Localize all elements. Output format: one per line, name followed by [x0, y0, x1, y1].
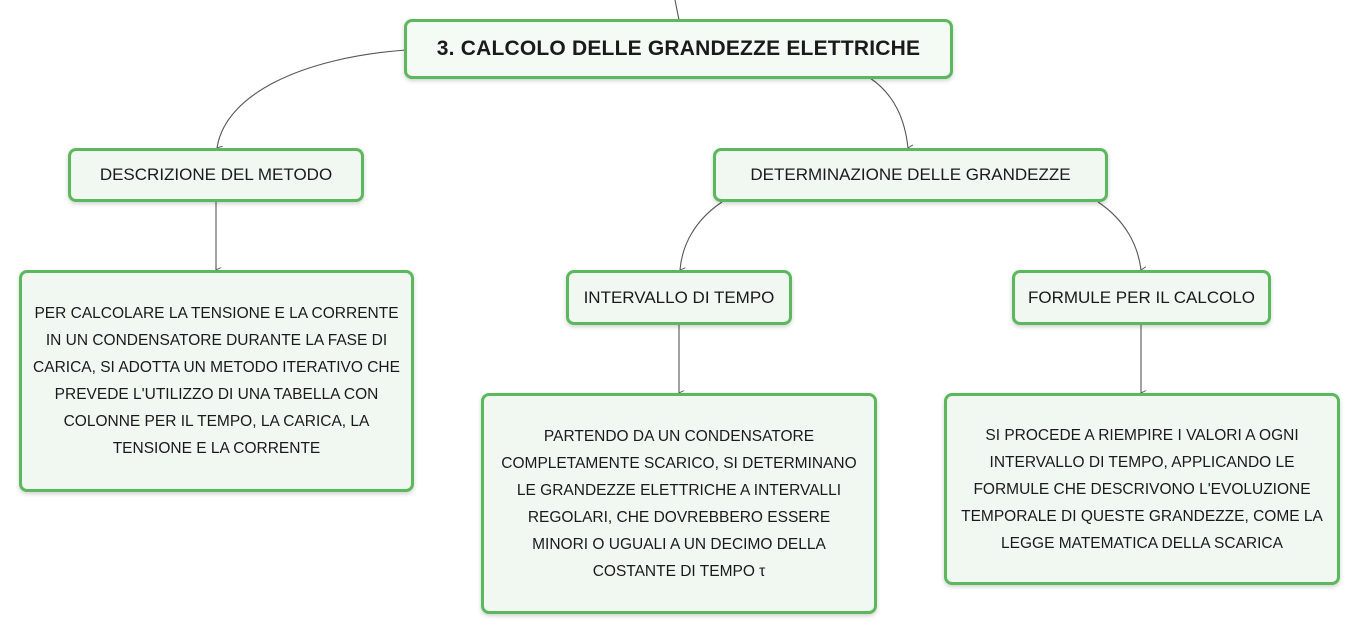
method-description-node[interactable]: PER CALCOLARE LA TENSIONE E LA CORRENTE …: [19, 270, 414, 492]
formulas-topic-label: FORMULE PER IL CALCOLO: [1027, 287, 1256, 307]
interval-description-text: PARTENDO DA UN CONDENSATORE COMPLETAMENT…: [501, 427, 857, 580]
quantities-topic-label: DETERMINAZIONE DELLE GRANDEZZE: [750, 165, 1071, 184]
connector-root-method: [216, 49, 407, 148]
connector-quantities-formulas: [1097, 201, 1141, 270]
method-description-text: PER CALCOLARE LA TENSIONE E LA CORRENTE …: [33, 305, 400, 457]
interval-description-node[interactable]: PARTENDO DA UN CONDENSATORE COMPLETAMENT…: [481, 393, 877, 614]
connector-quantities-interval: [679, 201, 723, 270]
formulas-description-node[interactable]: SI PROCEDE A RIEMPIRE I VALORI A OGNI IN…: [944, 393, 1340, 585]
quantities-topic-node[interactable]: DETERMINAZIONE DELLE GRANDEZZE: [713, 148, 1108, 202]
method-topic-node[interactable]: DESCRIZIONE DEL METODO: [68, 148, 364, 202]
interval-topic-label: INTERVALLO DI TEMPO: [583, 287, 775, 307]
formulas-topic-node[interactable]: FORMULE PER IL CALCOLO: [1012, 270, 1271, 325]
method-topic-label: DESCRIZIONE DEL METODO: [99, 165, 333, 184]
formulas-description-text: SI PROCEDE A RIEMPIRE I VALORI A OGNI IN…: [961, 426, 1323, 552]
interval-topic-node[interactable]: INTERVALLO DI TEMPO: [566, 270, 792, 325]
connector-root-quantities: [869, 77, 908, 148]
connector-parent-root: [674, 0, 680, 21]
root-topic-node[interactable]: 3. CALCOLO DELLE GRANDEZZE ELETTRICHE: [404, 19, 953, 79]
root-topic-label: 3. CALCOLO DELLE GRANDEZZE ELETTRICHE: [436, 37, 921, 60]
